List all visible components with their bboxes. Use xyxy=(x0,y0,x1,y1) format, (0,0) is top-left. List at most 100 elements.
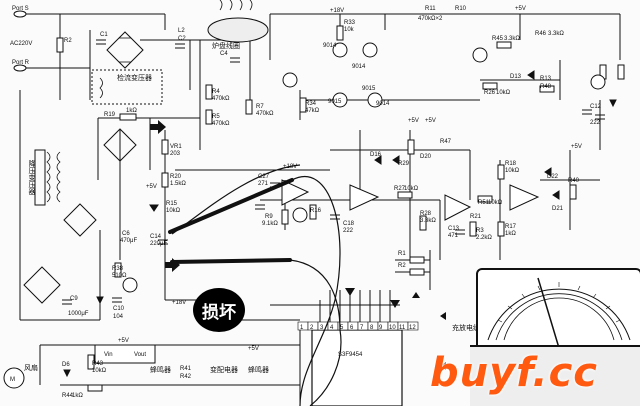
r44-label: R44 xyxy=(62,393,74,399)
wiring xyxy=(19,13,621,406)
r47-label: R47 xyxy=(440,139,452,145)
r34-value: 47kΩ xyxy=(305,108,320,114)
r41-label: R41 xyxy=(180,366,192,372)
buzzer-left-label: 蜂鸣器 xyxy=(150,365,171,374)
pin-number: 9 xyxy=(379,325,383,331)
r5-label: R5 xyxy=(212,114,220,120)
r20-label: R20 xyxy=(170,174,182,180)
plus18v-a-label: +5V xyxy=(408,118,419,124)
r9-label: R9 xyxy=(265,214,273,220)
r7-label: R7 xyxy=(256,104,264,110)
chip-pin-boxes xyxy=(297,321,419,331)
r43-value: 10kΩ xyxy=(92,368,107,374)
plus18v-out-label: +18V xyxy=(172,300,186,306)
r40-label: R40 xyxy=(568,178,580,184)
r2b-label: R2 xyxy=(398,263,406,269)
stepdown-transformer xyxy=(34,149,61,206)
r16-label: R16 xyxy=(310,208,322,214)
svg-text:M: M xyxy=(10,377,15,383)
r51-value: 10kΩ xyxy=(488,200,503,206)
pin-number: 3 xyxy=(320,325,324,331)
r17-value: 1kΩ xyxy=(505,231,516,237)
multimeter-display xyxy=(476,268,640,352)
r33-label: R33 xyxy=(344,20,356,26)
c6-label: C6 xyxy=(122,231,130,237)
r27-value: 10kΩ xyxy=(404,186,419,192)
ac220-label: AC220V xyxy=(10,41,32,47)
current-transformer-label: 检流变压器 xyxy=(117,73,152,82)
pin-number: 12 xyxy=(409,325,416,331)
r28-value: 3.3kΩ xyxy=(420,218,436,224)
meter-needle xyxy=(537,277,560,349)
r51-label: R51 xyxy=(478,200,490,206)
r19-label: R19 xyxy=(104,112,116,118)
bridge-rectifier-mid xyxy=(103,128,137,162)
c13-label: C13 xyxy=(448,226,460,232)
r38-value: 510Ω xyxy=(112,273,127,279)
discharge-label: 充放电缓慢 xyxy=(452,323,487,332)
r3-value: 2.2kΩ xyxy=(476,235,492,241)
c1-label: C1 xyxy=(100,32,108,38)
r13-label: R13 xyxy=(540,76,552,82)
plus18v-top-label: +18V xyxy=(330,8,344,14)
c9-label: C9 xyxy=(70,296,78,302)
c27-value: 271 xyxy=(258,181,269,187)
pin-number: 10 xyxy=(389,325,396,331)
plus5v-bottom-label: +5V xyxy=(118,338,129,344)
r28-label: R28 xyxy=(420,211,432,217)
signal-arrows xyxy=(150,120,446,370)
current-transformer xyxy=(91,69,163,105)
pin-number: 5 xyxy=(340,325,344,331)
r33-value: 10k xyxy=(344,27,355,33)
pin-number: 11 xyxy=(399,325,406,331)
d21-label: D21 xyxy=(552,206,564,212)
r9-value: 9.1kΩ xyxy=(262,221,278,227)
multimeter-dial xyxy=(487,277,631,349)
c10-label: C10 xyxy=(113,306,125,312)
pin-number: 4 xyxy=(330,325,334,331)
c27-label: C27 xyxy=(258,174,270,180)
r18-label: R18 xyxy=(505,161,517,167)
r1-label: R1 xyxy=(398,251,406,257)
r4-value: 470kΩ xyxy=(212,96,230,102)
r45-label: R45 xyxy=(492,36,504,42)
q9014b-label: 9014 xyxy=(352,64,366,70)
pin-number: 1 xyxy=(300,325,304,331)
r26-label: R26 xyxy=(484,90,496,96)
coil-label: 炉盘线圈 xyxy=(212,41,240,50)
damaged-badge: 损坏 xyxy=(193,288,245,332)
r48-label: R48 xyxy=(540,84,552,90)
r15-label: R15 xyxy=(166,201,178,207)
port-s-label: Port S xyxy=(12,6,29,12)
bridge-rectifier-bottom xyxy=(23,266,61,304)
r26-value: 10kΩ xyxy=(496,90,511,96)
r20-value: 1.5kΩ xyxy=(170,181,186,187)
r38-label: R38 xyxy=(112,266,124,272)
q9015-label: 9015 xyxy=(328,99,342,105)
c9-value: 1000μF xyxy=(68,311,89,317)
pin-number: 8 xyxy=(370,325,374,331)
plus18v-mid-label: +18V xyxy=(283,164,297,170)
r18-value: 10kΩ xyxy=(505,168,520,174)
r11-label: R11 xyxy=(425,6,436,12)
voltage-regulator xyxy=(94,344,156,364)
c10-value: 104 xyxy=(113,314,124,320)
r11-value: 470kΩ×2 xyxy=(418,16,443,22)
port-terminals xyxy=(13,10,27,72)
q9014a-label: 9014 xyxy=(323,43,337,49)
c13-value: 471 xyxy=(448,233,459,239)
r3-label: R3 xyxy=(476,228,484,234)
multimeter-body xyxy=(470,345,640,406)
r45-value: 3.3kΩ xyxy=(504,36,520,42)
vr1-label: VR1 xyxy=(170,144,182,150)
r44-value: 1kΩ xyxy=(72,393,83,399)
r17-label: R17 xyxy=(505,224,517,230)
r7-value: 470kΩ xyxy=(256,111,274,117)
r10-label: R10 xyxy=(455,6,467,12)
d16-label: D16 xyxy=(370,152,382,158)
l2-label: L2 xyxy=(178,28,185,34)
r21-label: R21 xyxy=(470,214,482,220)
chip-label: S3F9454 xyxy=(338,352,363,358)
pin-number: 6 xyxy=(350,325,354,331)
